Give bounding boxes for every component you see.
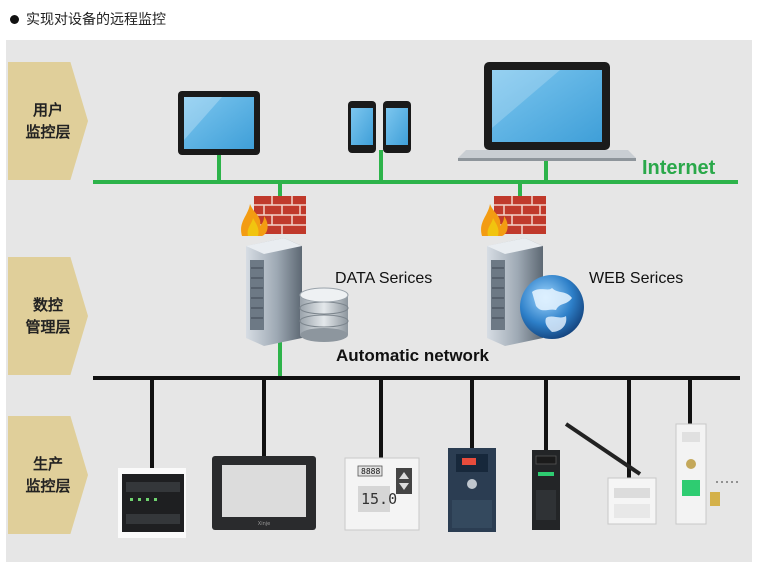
automatic-network-bus bbox=[93, 376, 740, 480]
bullet-dot bbox=[10, 14, 19, 24]
layer-tag-production: 生产 监控层 bbox=[8, 416, 88, 534]
controller-top-display: 8888 bbox=[361, 467, 381, 476]
layer-tag-user: 用户 监控层 bbox=[8, 62, 88, 180]
database-icon bbox=[299, 287, 349, 342]
section-heading-text: 实现对设备的远程监控 bbox=[26, 12, 166, 28]
internet-bus bbox=[93, 150, 738, 378]
internet-label: Internet bbox=[642, 157, 716, 179]
controller-icon bbox=[344, 457, 420, 531]
layer-tag-data: 数控 管理层 bbox=[8, 257, 88, 375]
svg-text:Xinje: Xinje bbox=[258, 521, 270, 527]
inverter-icon bbox=[448, 448, 496, 532]
globe-icon bbox=[520, 275, 584, 339]
automatic-network-label: Automatic network bbox=[336, 346, 490, 365]
hmi-panel-icon: Xinje bbox=[212, 456, 316, 530]
io-module-icon bbox=[675, 423, 738, 525]
controller-reading: 15.0 bbox=[361, 490, 398, 508]
section-heading: 实现对设备的远程监控 bbox=[10, 8, 166, 30]
firewall-icon bbox=[241, 196, 546, 236]
web-services-label: WEB Serices bbox=[589, 270, 684, 287]
plc-icon bbox=[118, 468, 186, 538]
smartphone-icon bbox=[348, 101, 411, 153]
servo-drive-icon bbox=[532, 450, 560, 530]
server-icon bbox=[246, 238, 543, 346]
laptop-icon bbox=[458, 62, 636, 161]
tablet-icon bbox=[178, 91, 260, 155]
wireless-gateway-icon bbox=[564, 422, 657, 525]
data-services-label: DATA Serices bbox=[335, 270, 433, 287]
